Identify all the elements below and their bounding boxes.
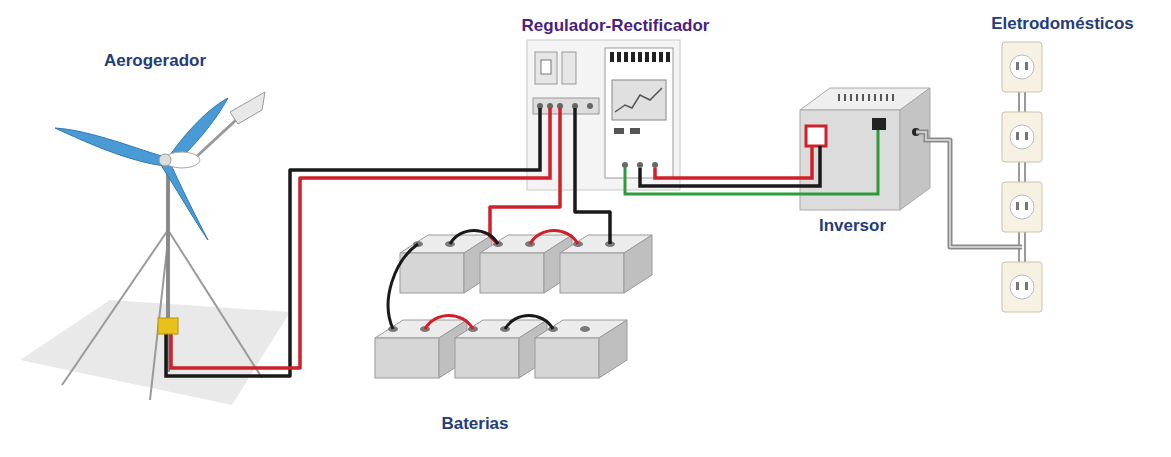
wire bbox=[527, 108, 550, 178]
wire bbox=[655, 168, 680, 178]
controller bbox=[605, 48, 673, 178]
outlet bbox=[1002, 182, 1042, 232]
button bbox=[630, 128, 640, 134]
tripod-leg bbox=[62, 230, 168, 385]
wire bbox=[790, 130, 878, 194]
component: Eletrodomésticos bbox=[995, 38, 1050, 318]
terminal bbox=[637, 162, 643, 168]
outlet bbox=[1002, 112, 1042, 162]
wire bbox=[790, 146, 812, 178]
regulator bbox=[527, 40, 680, 194]
wire bbox=[640, 168, 680, 186]
component: Inversor bbox=[790, 85, 935, 212]
component-label: Inversor bbox=[819, 216, 886, 236]
vent bbox=[610, 52, 670, 62]
inverter bbox=[790, 88, 935, 210]
junction-box bbox=[158, 318, 178, 334]
component-label: Eletrodomésticos bbox=[991, 14, 1134, 34]
jumper bbox=[505, 316, 553, 330]
wire bbox=[935, 140, 995, 247]
component: Aerogerador bbox=[50, 75, 270, 392]
breaker-switch bbox=[541, 60, 551, 74]
switch bbox=[872, 118, 886, 130]
cable bbox=[680, 178, 790, 194]
wire bbox=[558, 108, 562, 190]
hub bbox=[159, 154, 171, 166]
cable bbox=[935, 140, 995, 247]
wire bbox=[680, 193, 790, 196]
blade bbox=[161, 158, 208, 240]
vent bbox=[838, 94, 894, 101]
outlet bbox=[1002, 262, 1042, 312]
wire bbox=[527, 108, 540, 170]
jumper bbox=[425, 316, 473, 330]
wire bbox=[625, 168, 680, 194]
fuse bbox=[562, 52, 576, 84]
battery bbox=[400, 235, 492, 293]
cable bbox=[270, 170, 527, 376]
terminal bbox=[622, 162, 628, 168]
battery bbox=[480, 235, 572, 293]
terminal bbox=[587, 103, 593, 109]
wire bbox=[790, 146, 820, 186]
wire bbox=[680, 184, 790, 188]
tail-vane bbox=[230, 92, 265, 124]
wire bbox=[935, 140, 995, 247]
tripod-leg bbox=[168, 230, 262, 378]
jumper bbox=[450, 231, 498, 245]
wire bbox=[608, 225, 612, 244]
cable bbox=[490, 190, 610, 225]
wire bbox=[270, 170, 527, 376]
wire bbox=[573, 108, 577, 190]
wire bbox=[995, 246, 1022, 248]
terminal bbox=[652, 162, 658, 168]
component-label: Aerogerador bbox=[104, 51, 206, 71]
battery bbox=[455, 320, 547, 378]
display-graph bbox=[615, 88, 662, 112]
jumper bbox=[388, 244, 418, 329]
battery bbox=[535, 320, 627, 378]
component-label: Baterias bbox=[441, 414, 508, 434]
socket bbox=[806, 126, 826, 146]
terminal-strip bbox=[533, 98, 599, 114]
battery bbox=[560, 235, 652, 293]
jumper bbox=[530, 231, 578, 245]
wire bbox=[490, 190, 560, 225]
button bbox=[614, 128, 624, 134]
display bbox=[612, 80, 666, 120]
wire bbox=[995, 245, 1022, 250]
breaker bbox=[535, 52, 557, 84]
wire bbox=[166, 334, 270, 376]
wire bbox=[916, 132, 935, 140]
battery bbox=[375, 320, 467, 378]
component: Regulador-Rectificador bbox=[527, 40, 680, 190]
wire bbox=[171, 334, 270, 368]
wind-turbine bbox=[20, 92, 290, 405]
outlets bbox=[995, 42, 1042, 312]
wire bbox=[575, 190, 610, 225]
inverter-side bbox=[900, 88, 930, 210]
wire bbox=[680, 176, 790, 180]
blade bbox=[55, 128, 168, 166]
component: Baterias bbox=[370, 225, 650, 410]
outlet bbox=[1002, 42, 1042, 92]
battery-bank bbox=[375, 225, 652, 378]
wire bbox=[916, 132, 935, 140]
component-label: Regulador-Rectificador bbox=[522, 16, 710, 36]
panel bbox=[527, 40, 680, 190]
